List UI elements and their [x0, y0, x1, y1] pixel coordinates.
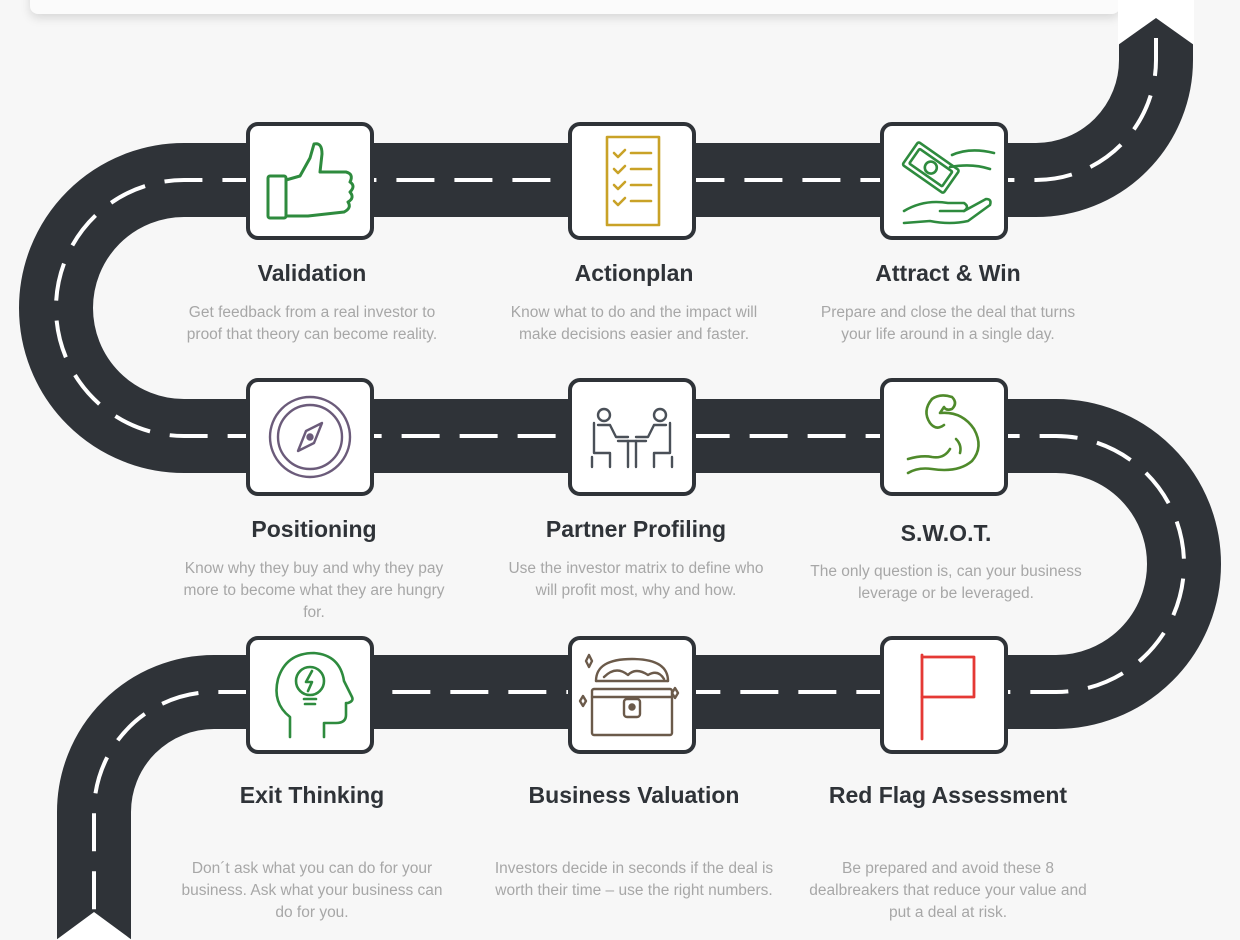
meeting-icon	[590, 407, 674, 469]
step-validation-desc: Get feedback from a real investor to pro…	[186, 304, 438, 343]
step-partner-profiling-tile	[568, 378, 696, 496]
step-attract-win-title: Attract & Win	[875, 260, 1021, 286]
step-attract-win-tile	[880, 122, 1008, 240]
step-exit-thinking-title: Exit Thinking	[239, 782, 385, 808]
step-positioning-tile	[246, 378, 374, 496]
road-center-line	[54, 0, 1186, 940]
step-partner-profiling-desc: Use the investor matrix to define who wi…	[508, 560, 764, 599]
flexed-arm-icon	[906, 394, 980, 475]
step-business-valuation-desc: Investors decide in seconds if the deal …	[494, 860, 774, 899]
step-exit-thinking-tile	[246, 636, 374, 754]
thumbs-up-icon	[266, 142, 355, 220]
road-end-marker	[56, 912, 132, 940]
step-actionplan-tile	[568, 122, 696, 240]
step-validation-title: Validation	[257, 260, 367, 286]
step-validation-tile	[246, 122, 374, 240]
step-swot-tile	[880, 378, 1008, 496]
checklist-icon	[605, 135, 661, 227]
step-positioning-desc: Know why they buy and why they pay more …	[183, 560, 445, 621]
step-red-flag-desc: Be prepared and avoid these 8 dealbreake…	[809, 860, 1087, 921]
road-start-marker	[1118, 0, 1194, 45]
step-actionplan-title: Actionplan	[574, 260, 694, 286]
step-actionplan-desc: Know what to do and the impact will make…	[510, 304, 758, 343]
step-business-valuation-tile	[568, 636, 696, 754]
step-positioning-title: Positioning	[251, 516, 377, 542]
red-flag-icon	[920, 653, 976, 741]
step-red-flag-title: Red Flag Assessment	[828, 782, 1068, 808]
step-partner-profiling-title: Partner Profiling	[545, 516, 727, 542]
head-lightbulb-icon	[275, 651, 354, 739]
treasure-chest-icon	[578, 653, 680, 737]
step-exit-thinking-desc: Don´t ask what you can do for your busin…	[181, 860, 443, 921]
compass-icon	[268, 395, 352, 479]
money-hand-icon	[901, 141, 996, 225]
step-business-valuation-title: Business Valuation	[528, 782, 740, 808]
top-panel	[30, 0, 1120, 14]
step-red-flag-tile	[880, 636, 1008, 754]
step-swot-title: S.W.O.T.	[900, 520, 992, 546]
step-swot-desc: The only question is, can your business …	[810, 563, 1082, 602]
step-attract-win-desc: Prepare and close the deal that turns yo…	[820, 304, 1076, 343]
